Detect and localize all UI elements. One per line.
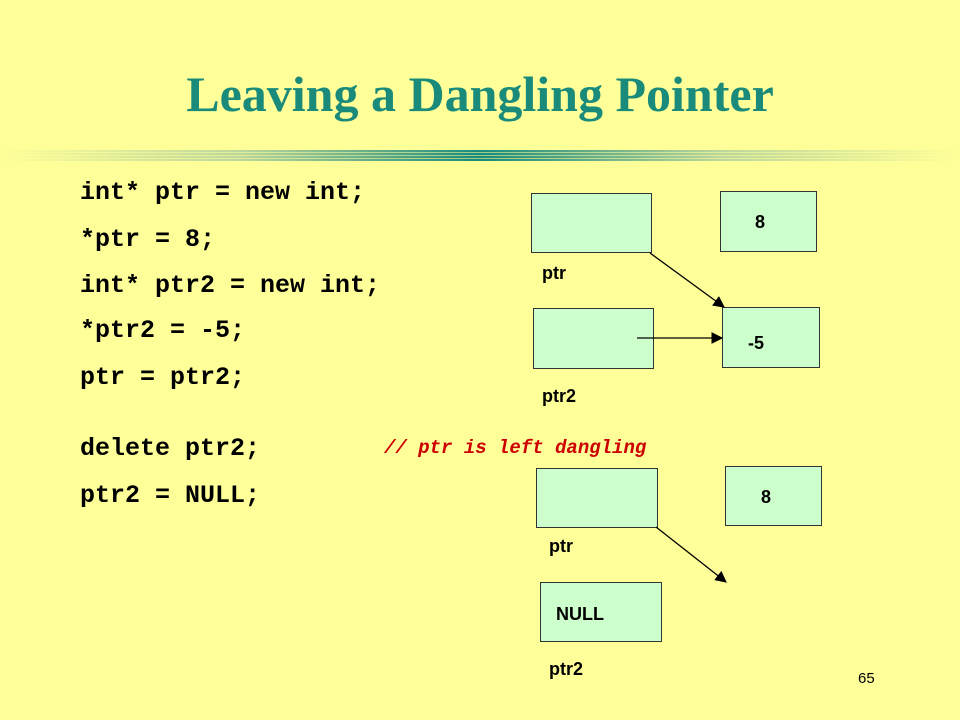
ptr2-null-value: NULL (556, 604, 604, 624)
heap-value-8-before: 8 (755, 212, 766, 232)
heap-cell-8-after (725, 466, 822, 526)
ptr2-box-after (540, 582, 662, 642)
code-line-6: delete ptr2; (80, 434, 261, 463)
heap-cell-8-before (720, 191, 817, 252)
ptr-label-after: ptr (549, 536, 573, 556)
page-number: 65 (858, 670, 875, 687)
ptr-box-before (531, 193, 652, 253)
code-line-4: *ptr2 = -5; (80, 316, 246, 345)
code-line-3: int* ptr2 = new int; (80, 271, 381, 300)
code-comment: // ptr is left dangling (384, 437, 647, 459)
code-line-1: int* ptr = new int; (80, 178, 366, 207)
code-line-2: *ptr = 8; (80, 225, 216, 254)
ptr-box-after (536, 468, 658, 528)
ptr2-box-before (533, 308, 654, 369)
code-line-7: ptr2 = NULL; (80, 481, 261, 510)
ptr-label-before: ptr (542, 263, 566, 283)
heap-value-neg5: -5 (748, 333, 765, 353)
title-divider (0, 150, 960, 161)
slide-title: Leaving a Dangling Pointer (186, 66, 774, 122)
ptr2-label-before: ptr2 (542, 386, 577, 406)
arrow-ptr-to-neg5 (649, 252, 725, 308)
arrow-ptr-dangling (655, 526, 727, 583)
code-line-5: ptr = ptr2; (80, 363, 246, 392)
heap-value-8-after: 8 (761, 487, 772, 507)
ptr2-label-after: ptr2 (549, 659, 584, 679)
